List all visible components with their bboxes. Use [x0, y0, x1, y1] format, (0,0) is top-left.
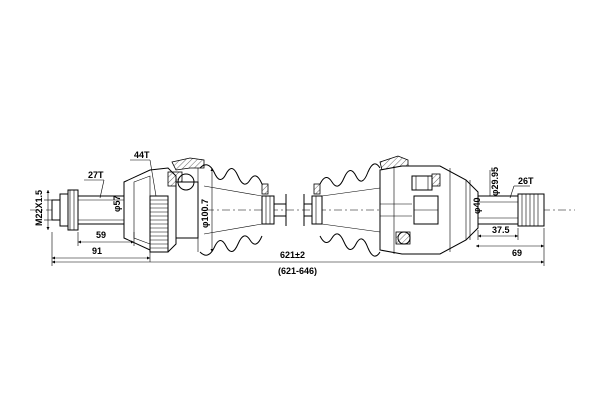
label-dia-right-shaft: φ29.95: [490, 167, 500, 196]
label-dia-joint: φ100.7: [200, 199, 210, 228]
label-total-length: 621±2: [280, 250, 305, 260]
label-len-69: 69: [512, 248, 522, 258]
label-dia-right: φ40: [472, 198, 482, 214]
label-right-spline: 26T: [518, 176, 534, 186]
label-len-91: 91: [92, 246, 102, 256]
label-thread: M22X1.5: [34, 190, 44, 226]
right-inner-joint: [379, 165, 545, 255]
left-outer-joint: [51, 167, 199, 253]
left-boot: [171, 157, 275, 256]
label-len-37-5: 37.5: [492, 225, 510, 235]
label-boot-teeth: 44T: [134, 150, 150, 160]
label-left-spline: 27T: [88, 170, 104, 180]
abs-ring: [149, 195, 169, 253]
right-boot: [311, 155, 409, 257]
label-len-59: 59: [96, 230, 106, 240]
label-dia-left: φ57: [112, 196, 122, 212]
label-range: (621-646): [278, 266, 317, 276]
